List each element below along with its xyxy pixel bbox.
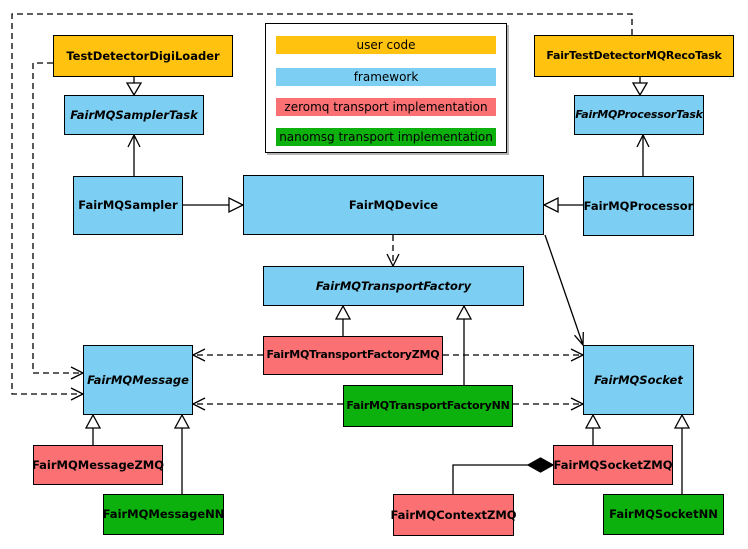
legend-label: zeromq transport implementation <box>284 100 488 114</box>
legend-item-framework: framework <box>276 68 496 86</box>
node-fairmqdevice: FairMQDevice <box>243 175 544 235</box>
legend-label: nanomsg transport implementation <box>279 130 493 144</box>
node-fairmqprocessor: FairMQProcessor <box>583 176 694 236</box>
node-fairmqsocket: FairMQSocket <box>583 345 694 415</box>
legend-label: framework <box>353 70 419 84</box>
edge-device-socket <box>544 234 584 346</box>
legend-item-nanomsg: nanomsg transport implementation <box>276 128 496 146</box>
arrowhead-triangle <box>542 196 559 214</box>
association-edges <box>127 133 650 347</box>
arrowhead-triangle <box>584 413 602 429</box>
node-fairtestdetectormqrecotask: FairTestDetectorMQRecoTask <box>534 35 734 77</box>
arrowhead-open <box>636 133 650 148</box>
node-fairmqmessagezmq: FairMQMessageZMQ <box>32 445 164 485</box>
node-fairmqcontextzmq: FairMQContextZMQ <box>390 494 517 536</box>
node-fairmqtransportfactorynn: FairMQTransportFactoryNN <box>343 385 513 427</box>
node-fairmqsamplertask: FairMQSamplerTask <box>64 95 204 135</box>
legend-box: user code framework zeromq transport imp… <box>265 23 507 153</box>
legend-item-user-code: user code <box>276 36 496 54</box>
legend-label: user code <box>356 38 416 52</box>
arrowhead-triangle <box>228 196 245 214</box>
arrowhead-open <box>191 397 206 411</box>
arrowhead-triangle <box>673 413 691 429</box>
node-testdetectordigiloader: TestDetectorDigiLoader <box>53 35 233 77</box>
node-fairmqtransportfactory: FairMQTransportFactory <box>263 266 524 306</box>
edge-contextzmq-socketzmq <box>452 464 528 494</box>
arrowhead-triangle <box>84 413 102 429</box>
node-fairmqsampler: FairMQSampler <box>73 176 183 235</box>
node-fairmqsocketnn: FairMQSocketNN <box>603 494 724 535</box>
legend-item-zeromq: zeromq transport implementation <box>276 98 496 116</box>
arrowhead-triangle <box>125 82 143 97</box>
inheritance-edges <box>84 77 691 494</box>
node-fairmqmessage: FairMQMessage <box>83 345 193 415</box>
arrowhead-triangle <box>455 304 473 320</box>
arrowhead-triangle <box>631 82 649 97</box>
arrowhead-triangle <box>334 304 352 320</box>
arrowhead-triangle <box>173 413 191 429</box>
edge-digiloader-message <box>32 62 83 374</box>
arrowhead-open <box>191 348 206 362</box>
node-fairmqsocketzmq: FairMQSocketZMQ <box>553 445 673 485</box>
arrowhead-open <box>127 133 141 148</box>
node-fairmqprocessortask: FairMQProcessorTask <box>574 95 704 135</box>
arrowhead-diamond-filled <box>526 457 555 473</box>
node-fairmqtransportfactoryzmq: FairMQTransportFactoryZMQ <box>263 336 443 375</box>
edge-recotask-message <box>11 13 633 395</box>
composition-edge <box>452 457 555 494</box>
node-fairmqmessagenn: FairMQMessageNN <box>103 494 224 535</box>
